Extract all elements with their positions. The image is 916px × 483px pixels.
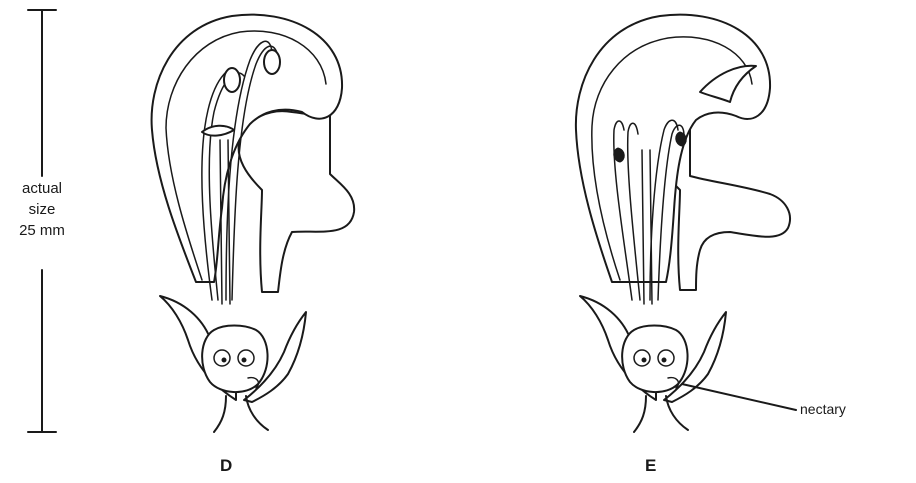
flower-d-ovule-dot-1 [222,358,226,362]
flower-e-ovule-dot-1 [642,358,646,362]
flower-e-stalk [634,396,688,432]
flower-e-drawing [576,15,796,432]
flower-d-anther-1 [224,68,240,92]
flower-d-ovule-dot-2 [242,358,246,362]
flower-e-hood [576,15,770,282]
flower-d-anther-2 [264,50,280,74]
flower-e-anther-1 [614,148,625,162]
scale-label-line1: actual [7,178,77,199]
flower-d-label: D [220,456,232,476]
flower-e-anther-2 [676,132,687,146]
nectary-leader-line [682,384,796,410]
flower-d-lower-lip [239,110,355,292]
nectary-label: nectary [800,401,846,417]
flower-d-stalk [214,396,268,432]
flower-d-drawing [152,15,355,432]
scale-bar-label: actual size 25 mm [7,178,77,241]
scale-label-line2: size [7,199,77,220]
scale-label-line3: 25 mm [7,220,77,241]
flower-e-label: E [645,456,656,476]
flower-e-ovule-dot-2 [662,358,666,362]
